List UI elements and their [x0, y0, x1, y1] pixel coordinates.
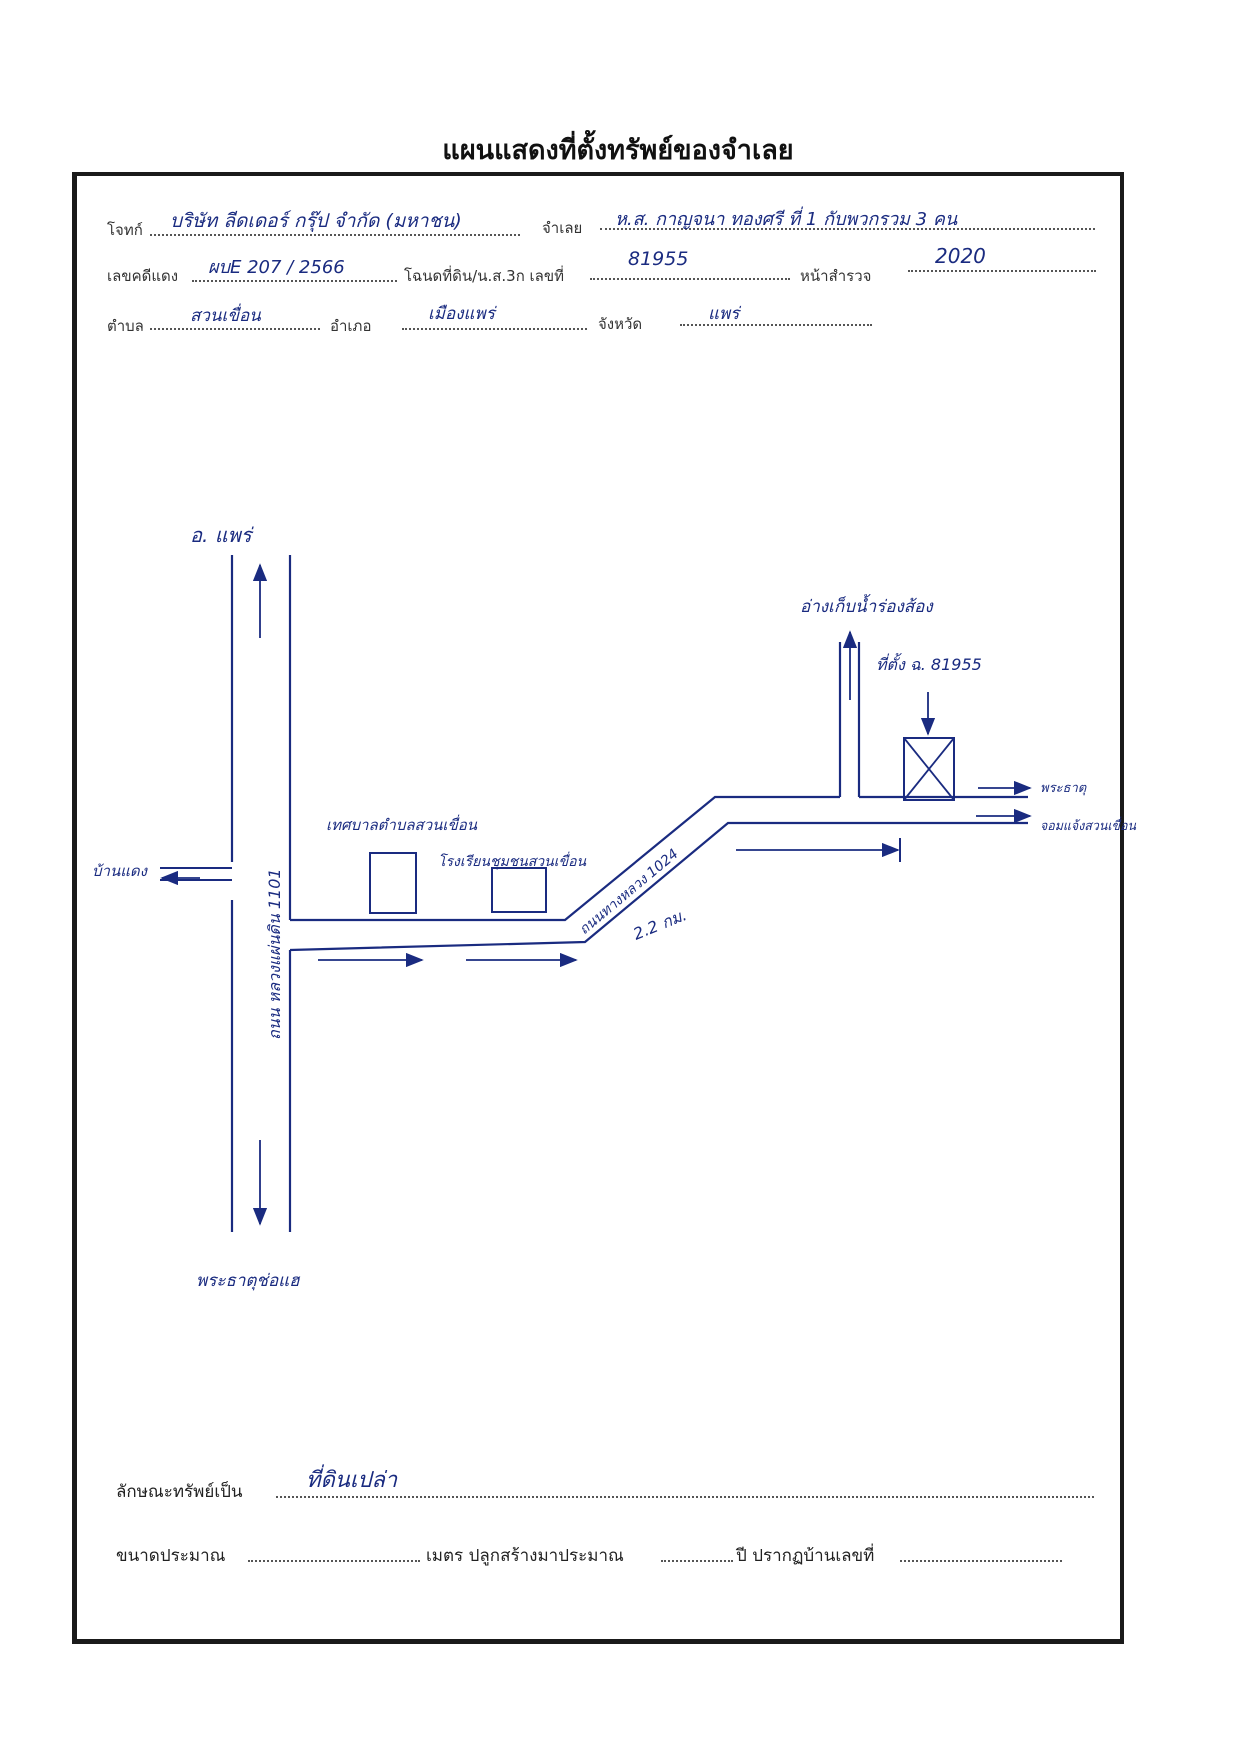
survey-page-value: 2020: [935, 244, 986, 268]
house-no-dots: [900, 1560, 1062, 1562]
property-type-dots: [276, 1496, 1094, 1498]
document-frame: [72, 172, 1124, 1644]
label-phra-that-bottom: จอมแจ้งสวนเขื่อน: [1040, 816, 1137, 834]
label-reservoir: อ่างเก็บน้ำร่องส้อง: [800, 593, 934, 617]
reservoir-road-lines: [838, 642, 861, 797]
plaintiff-dots: [150, 234, 520, 236]
province-value: แพร่: [708, 304, 740, 324]
case-no-value: ผบE 207 / 2566: [208, 257, 345, 278]
plaintiff-value: บริษัท ลีดเดอร์ กรุ๊ป จำกัด (มหาชน): [170, 210, 462, 232]
size-label: ขนาดประมาณ: [116, 1546, 226, 1566]
municipal-office-building: [369, 852, 417, 914]
survey-page-label: หน้าสำรวจ: [800, 267, 872, 285]
defendant-dots: [600, 228, 1095, 230]
subdistrict-label: ตำบล: [107, 317, 144, 335]
province-label: จังหวัด: [598, 315, 643, 333]
property-type-label: ลักษณะทรัพย์เป็น: [116, 1482, 243, 1502]
label-distance: 2.2 กม.: [630, 905, 689, 944]
road-1101-lines: [230, 555, 292, 1232]
deed-label: โฉนดที่ดิน/น.ส.3ก เลขที่: [404, 267, 565, 285]
deed-dots: [590, 278, 790, 280]
plaintiff-label: โจทก์: [107, 221, 143, 239]
page-title: แผนแสดงที่ตั้งทรัพย์ของจำเลย: [442, 135, 794, 166]
defendant-label: จำเลย: [542, 219, 583, 237]
subdistrict-value: สวนเขื่อน: [190, 306, 261, 326]
province-dots: [680, 324, 872, 326]
label-phra-that-cho-hae: พระธาตุช่อแฮ: [196, 1271, 301, 1291]
label-phra-that-top: พระธาตุ: [1040, 781, 1087, 796]
label-to-phrae: อ. แพร่: [190, 523, 255, 547]
district-value: เมืองแพร่: [428, 304, 495, 324]
district-dots: [402, 328, 587, 330]
label-property-location: ที่ตั้ง ฉ. 81955: [876, 653, 982, 674]
label-road-1101: ถนน หลวงแผ่นดิน 1101: [265, 868, 284, 1040]
size-unit-label: เมตร ปลูกสร้างมาประมาณ: [426, 1546, 624, 1566]
survey-page-dots: [908, 270, 1096, 272]
build-year-dots: [661, 1560, 733, 1562]
size-dots: [248, 1560, 420, 1562]
house-no-label: ปี ปรากฏบ้านเลขที่: [736, 1546, 875, 1566]
road-1024-lines: [289, 795, 1028, 952]
deed-value: 81955: [628, 248, 689, 270]
property-parcel: [903, 737, 955, 801]
case-no-dots: [192, 280, 397, 282]
subdistrict-dots: [150, 328, 320, 330]
case-no-label: เลขคดีแดง: [107, 267, 179, 285]
label-municipal-office: เทศบาลตำบลสวนเขื่อน: [326, 814, 478, 834]
district-label: อำเภอ: [330, 317, 372, 335]
label-school: โรงเรียนชุมชนสวนเขื่อน: [438, 851, 586, 870]
label-ban-daeng: บ้านแดง: [92, 862, 149, 880]
property-type-value: ที่ดินเปล่า: [306, 1468, 398, 1493]
direction-arrows: [160, 563, 1032, 1226]
defendant-value: ห.ส. กาญจนา ทองศรี ที่ 1 กับพวกรวม 3 คน: [615, 209, 958, 230]
school-building: [491, 867, 547, 913]
